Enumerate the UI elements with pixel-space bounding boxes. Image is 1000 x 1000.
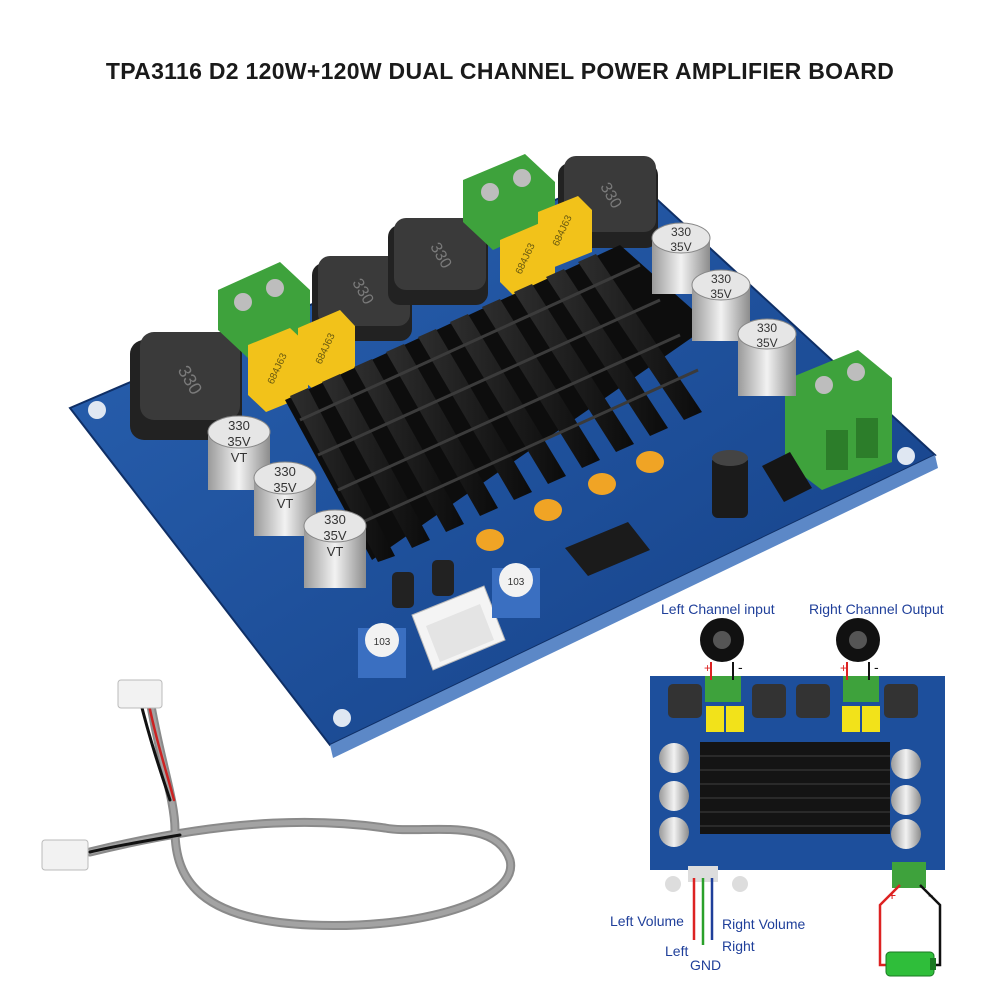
audio-cable xyxy=(85,695,516,931)
electrolytic-capacitor: 330 35V xyxy=(737,318,797,396)
svg-text:35V: 35V xyxy=(323,528,346,543)
svg-text:35V: 35V xyxy=(227,434,250,449)
mount-hole xyxy=(897,447,915,465)
film-capacitor: 684J63 xyxy=(298,310,355,390)
svg-text:VT: VT xyxy=(277,496,294,511)
svg-text:330: 330 xyxy=(711,272,731,286)
cable-plug-top xyxy=(117,679,163,709)
label-right-channel-output: Right Channel Output xyxy=(809,601,944,617)
heatsink xyxy=(285,245,710,562)
speaker-icon xyxy=(836,618,880,662)
svg-text:330: 330 xyxy=(324,512,346,527)
ceramic-capacitor xyxy=(476,451,664,551)
svg-text:35V: 35V xyxy=(756,336,777,350)
mount-hole xyxy=(88,401,106,419)
svg-text:35V: 35V xyxy=(273,480,296,495)
svg-text:VT: VT xyxy=(231,450,248,465)
wiring-diagram xyxy=(650,676,945,892)
input-connector xyxy=(411,585,506,671)
battery-icon xyxy=(878,884,942,977)
svg-text:+: + xyxy=(888,887,896,903)
label-left-volume: Left Volume xyxy=(610,913,684,929)
svg-text:103: 103 xyxy=(508,577,525,588)
electrolytic-capacitor: 330 35V VT xyxy=(303,509,367,588)
label-right-volume: Right Volume xyxy=(722,916,806,932)
svg-text:VT: VT xyxy=(327,544,344,559)
label-right: Right xyxy=(722,938,755,954)
svg-text:+: + xyxy=(704,661,711,675)
svg-text:330: 330 xyxy=(757,321,777,335)
svg-text:-: - xyxy=(928,887,933,904)
svg-text:35V: 35V xyxy=(710,287,731,301)
film-capacitor: 684J63 xyxy=(538,196,592,268)
amplifier-chip xyxy=(565,522,650,576)
page-title: TPA3116 D2 120W+120W DUAL CHANNEL POWER … xyxy=(105,58,895,84)
svg-text:103: 103 xyxy=(374,637,391,648)
small-capacitors xyxy=(392,560,454,608)
svg-text:-: - xyxy=(874,659,879,675)
small-electrolytic-capacitor xyxy=(712,450,748,518)
trimmer-potentiometer: 103 xyxy=(492,563,540,618)
electrolytic-capacitor: 330 35V VT xyxy=(253,461,317,536)
svg-text:-: - xyxy=(738,659,743,675)
svg-text:330: 330 xyxy=(228,418,250,433)
cable-plug-bottom xyxy=(41,839,89,871)
trimmer-potentiometer: 103 xyxy=(358,623,406,678)
inductor: 330 xyxy=(130,332,242,440)
svg-text:330: 330 xyxy=(671,225,691,239)
electrolytic-capacitor: 330 35V xyxy=(651,222,711,294)
label-left-channel-input: Left Channel input xyxy=(661,601,775,617)
label-gnd: GND xyxy=(690,957,722,973)
svg-text:330: 330 xyxy=(274,464,296,479)
svg-text:35V: 35V xyxy=(670,240,691,254)
terminal-block-power xyxy=(785,350,892,490)
mount-hole xyxy=(333,709,351,727)
label-left: Left xyxy=(665,943,689,959)
regulator xyxy=(762,452,812,502)
speaker-icon xyxy=(700,618,744,662)
electrolytic-capacitor: 330 35V xyxy=(691,269,751,341)
terminal-block-right xyxy=(463,154,555,250)
inductor: 330 xyxy=(388,218,488,305)
film-capacitor: 684J63 xyxy=(248,328,308,412)
svg-text:+: + xyxy=(840,661,847,675)
